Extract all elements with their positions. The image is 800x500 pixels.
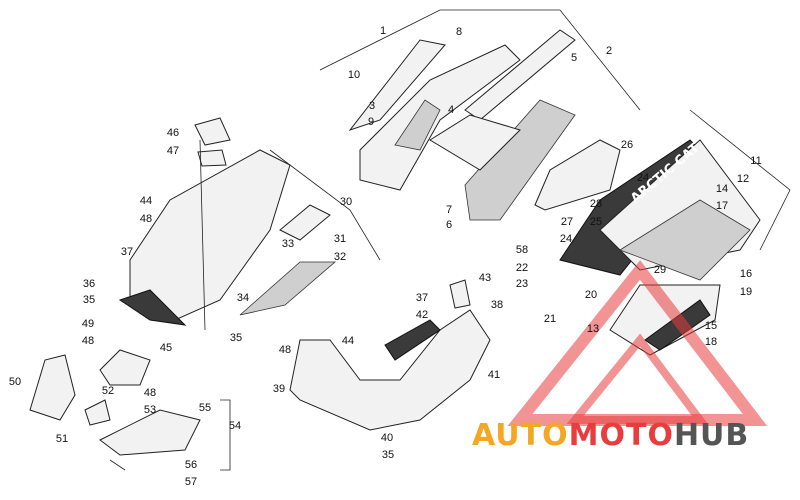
- callout-label-26: 26: [621, 139, 633, 151]
- callout-label-11: 11: [750, 155, 761, 167]
- callout-label-8: 8: [456, 26, 462, 38]
- callout-label-34: 34: [237, 292, 249, 304]
- callout-label-52: 52: [102, 385, 114, 397]
- callout-label-57: 57: [185, 476, 197, 488]
- side-panel-group: [534, 109, 791, 356]
- callout-label-20: 20: [585, 289, 597, 301]
- belly-pan-center-group: [289, 279, 491, 431]
- callout-label-51: 51: [56, 433, 68, 445]
- small-parts-group: [29, 349, 231, 471]
- callout-label-18: 18: [705, 336, 717, 348]
- callout-label-21: 21: [544, 313, 556, 325]
- callout-label-16: 16: [740, 268, 752, 280]
- callout-label-40: 40: [381, 432, 393, 444]
- callout-label-13: 13: [587, 323, 599, 335]
- callout-label-12: 12: [737, 173, 749, 185]
- callout-label-39: 39: [273, 383, 285, 395]
- callout-label-48: 48: [279, 344, 291, 356]
- callout-label-7: 7: [446, 204, 452, 216]
- callout-label-22: 22: [516, 262, 528, 274]
- callout-label-42: 42: [416, 309, 428, 321]
- callout-label-36: 36: [83, 278, 95, 290]
- callout-label-29: 29: [654, 264, 666, 276]
- callout-label-48: 48: [82, 335, 94, 347]
- callout-label-37: 37: [121, 246, 133, 258]
- callout-label-4: 4: [448, 104, 454, 116]
- callout-label-50: 50: [9, 376, 21, 388]
- callout-label-2: 2: [606, 45, 612, 57]
- callout-label-30: 30: [340, 196, 352, 208]
- callout-label-35: 35: [230, 332, 242, 344]
- watermark-text-moto: MOTO: [568, 418, 674, 453]
- watermark-triangle: [507, 260, 768, 426]
- callout-label-53: 53: [144, 404, 156, 416]
- callout-label-31: 31: [334, 233, 346, 245]
- callout-label-19: 19: [740, 286, 752, 298]
- callout-label-47: 47: [167, 145, 179, 157]
- callout-label-33: 33: [282, 238, 294, 250]
- callout-label-27: 27: [561, 216, 573, 228]
- callout-label-46: 46: [167, 127, 179, 139]
- callout-label-3: 3: [369, 100, 375, 112]
- callout-label-32: 32: [334, 251, 346, 263]
- belly-pan-left-group: [118, 117, 381, 331]
- callout-label-14: 14: [716, 183, 728, 195]
- callout-label-49: 49: [82, 318, 94, 330]
- callout-label-10: 10: [348, 69, 360, 81]
- callout-label-24: 24: [637, 172, 649, 184]
- callout-label-56: 56: [185, 459, 197, 471]
- callout-label-28: 28: [590, 198, 602, 210]
- callout-label-48: 48: [144, 387, 156, 399]
- watermark-logo: AUTOMOTOHUB: [472, 418, 749, 453]
- callout-label-58: 58: [516, 244, 528, 256]
- callout-label-48: 48: [140, 213, 152, 225]
- callout-label-41: 41: [488, 369, 500, 381]
- callout-label-15: 15: [705, 320, 717, 332]
- callout-label-45: 45: [160, 342, 172, 354]
- callout-label-24: 24: [560, 233, 572, 245]
- callout-label-23: 23: [516, 278, 528, 290]
- watermark-text-hub: HUB: [673, 418, 750, 453]
- callout-label-1: 1: [380, 25, 386, 37]
- callout-label-25: 25: [590, 216, 602, 228]
- callout-label-43: 43: [479, 272, 491, 284]
- callout-label-54: 54: [229, 420, 241, 432]
- callout-label-6: 6: [446, 219, 452, 231]
- windshield-group: [319, 9, 641, 221]
- callout-label-38: 38: [491, 299, 503, 311]
- watermark-text-auto: AUTO: [472, 418, 569, 453]
- callout-label-35: 35: [83, 294, 95, 306]
- callout-label-35: 35: [382, 449, 394, 461]
- callout-label-44: 44: [140, 195, 152, 207]
- callout-label-17: 17: [716, 200, 728, 212]
- callout-label-44: 44: [342, 335, 354, 347]
- callout-label-55: 55: [199, 402, 211, 414]
- callout-label-5: 5: [571, 52, 577, 64]
- callout-label-37: 37: [416, 292, 428, 304]
- callout-label-9: 9: [368, 116, 374, 128]
